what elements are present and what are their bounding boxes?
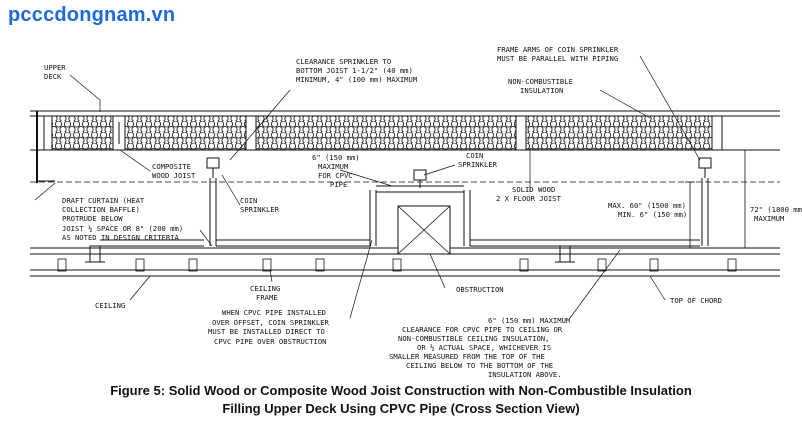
coin-sprinkler-right	[698, 157, 712, 178]
caption-line-1: Figure 5: Solid Wood or Composite Wood J…	[110, 383, 692, 398]
label-coin-sprinkler-left: COIN SPRINKLER	[240, 196, 280, 214]
label-six-inch-max: 6" (150 mm) MAXIMUM FOR CPVC PIPE	[312, 153, 364, 189]
label-clearance-sprinkler: CLEARANCE SPRINKLER TO BOTTOM JOIST 1-1/…	[296, 57, 418, 84]
label-ceiling: CEILING	[95, 301, 125, 310]
frame-struts	[57, 258, 737, 272]
cpvc-pipe	[100, 178, 709, 247]
label-cpvc-offset: WHEN CPVC PIPE INSTALLED OVER OFFSET, CO…	[208, 308, 333, 346]
coin-sprinkler-top	[413, 169, 427, 188]
label-seventy-two: 72" (1800 mm) MAXIMUM	[750, 205, 802, 223]
label-solid-wood: SOLID WOOD 2 X FLOOR JOIST	[496, 185, 562, 203]
label-frame-arms: FRAME ARMS OF COIN SPRINKLER MUST BE PAR…	[497, 45, 623, 63]
label-draft-curtain: DRAFT CURTAIN (HEAT COLLECTION BAFFLE) P…	[62, 196, 188, 242]
label-obstruction: OBSTRUCTION	[456, 285, 504, 294]
label-non-combustible: NON-COMBUSTIBLE INSULATION	[508, 77, 577, 95]
caption-line-2: Filling Upper Deck Using CPVC Pipe (Cros…	[222, 401, 580, 416]
label-upper-deck: UPPER DECK	[44, 63, 70, 81]
leader-lines	[34, 55, 701, 319]
insulation-band	[47, 115, 721, 151]
dimension-lines	[685, 149, 750, 249]
coin-sprinkler-left	[206, 157, 220, 178]
pendent-sprinkler-left	[85, 245, 105, 263]
label-max-min: MAX. 60" (1500 mm) MIN. 6" (150 mm)	[608, 201, 690, 219]
upper-deck	[30, 110, 780, 117]
site-watermark: pcccdongnam.vn	[8, 4, 176, 26]
figure-caption: Figure 5: Solid Wood or Composite Wood J…	[0, 382, 802, 418]
pendent-sprinkler-right	[555, 245, 575, 263]
label-clearance-cpvc: 6" (150 mm) MAXIMUM CLEARANCE FOR CPVC P…	[389, 316, 575, 379]
label-composite-joist: COMPOSITE WOOD JOIST	[152, 162, 196, 180]
joist-cross-section-diagram: UPPER DECK CLEARANCE SPRINKLER TO BOTTOM…	[30, 45, 802, 379]
label-top-of-chord: TOP OF CHORD	[670, 296, 722, 305]
label-ceiling-frame: CEILING FRAME	[250, 284, 285, 302]
label-coin-sprinkler-top: COIN SPRINKLER	[458, 151, 498, 169]
